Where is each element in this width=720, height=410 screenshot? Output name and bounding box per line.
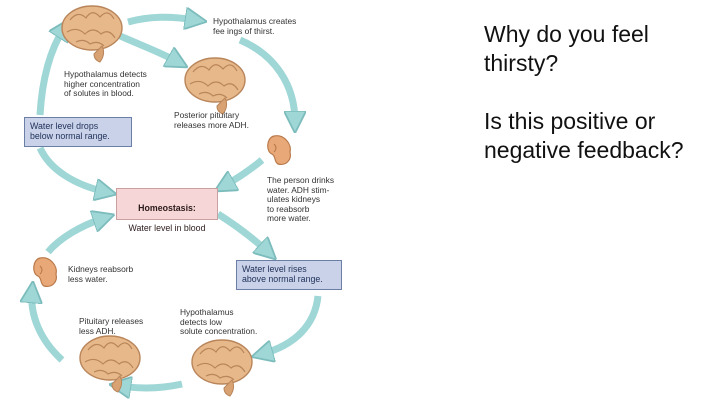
arrow-drop-to-homeostasis bbox=[36, 146, 106, 192]
brain-icon bbox=[79, 335, 141, 393]
arrow-brain-to-brain bbox=[120, 384, 183, 388]
question-feedback: Is this positive or negative feedback? bbox=[484, 108, 684, 163]
label-person-drinks: The person drinks water. ADH stim- ulate… bbox=[267, 175, 335, 224]
homeostasis-body: Water level in blood bbox=[128, 223, 206, 233]
questions-panel: Why do you feel thirsty? Is this positiv… bbox=[484, 20, 704, 165]
homeostasis-title: Homeostasis: bbox=[138, 203, 196, 213]
water-level-drops-box: Water level drops below normal range. bbox=[24, 117, 132, 147]
brain-icon bbox=[61, 5, 123, 63]
label-kidneys-reabsorb-less: Kidneys reabsorb less water. bbox=[68, 264, 134, 284]
label-pituitary-releases-less: Pituitary releases less ADH. bbox=[79, 316, 144, 336]
water-level-rises-box: Water level rises above normal range. bbox=[236, 260, 342, 290]
brain-icon bbox=[191, 339, 253, 397]
arrows bbox=[32, 17, 322, 388]
label-posterior-pituitary: Posterior pituitary releases more ADH. bbox=[174, 110, 249, 130]
homeostasis-box: Homeostasis: Water level in blood bbox=[116, 188, 218, 233]
arrow-kidney-to-homeostasis bbox=[45, 218, 104, 255]
label-hypothalamus-detects-low: Hypothalamus detects low solute concentr… bbox=[180, 307, 258, 337]
arrow-homeostasis-to-rises bbox=[216, 211, 268, 252]
label-hypothalamus-detects-higher: Hypothalamus detects higher concentratio… bbox=[64, 69, 147, 99]
arrow-drop-to-brain bbox=[36, 28, 64, 116]
kidney-icon bbox=[267, 135, 291, 165]
diagram-graphics bbox=[0, 5, 322, 405]
arrow-brain-to-pituitary bbox=[116, 31, 178, 62]
arrow-thirst-to-kidney bbox=[238, 36, 295, 122]
kidney-icon bbox=[33, 257, 57, 287]
arrow-rises-to-brain bbox=[262, 295, 322, 354]
arrow-drinks-to-homeostasis bbox=[224, 157, 265, 186]
question-thirsty: Why do you feel thirsty? bbox=[484, 21, 649, 76]
label-hypothalamus-creates-thirst: Hypothalamus creates fee ings of thirst. bbox=[213, 16, 297, 36]
arrow-pituitary-to-kidney bbox=[32, 292, 65, 363]
brain-icon bbox=[184, 57, 246, 115]
water-balance-diagram: Hypothalamus creates fee ings of thirst.… bbox=[0, 5, 342, 405]
arrow-brain-to-thirst bbox=[127, 17, 196, 22]
